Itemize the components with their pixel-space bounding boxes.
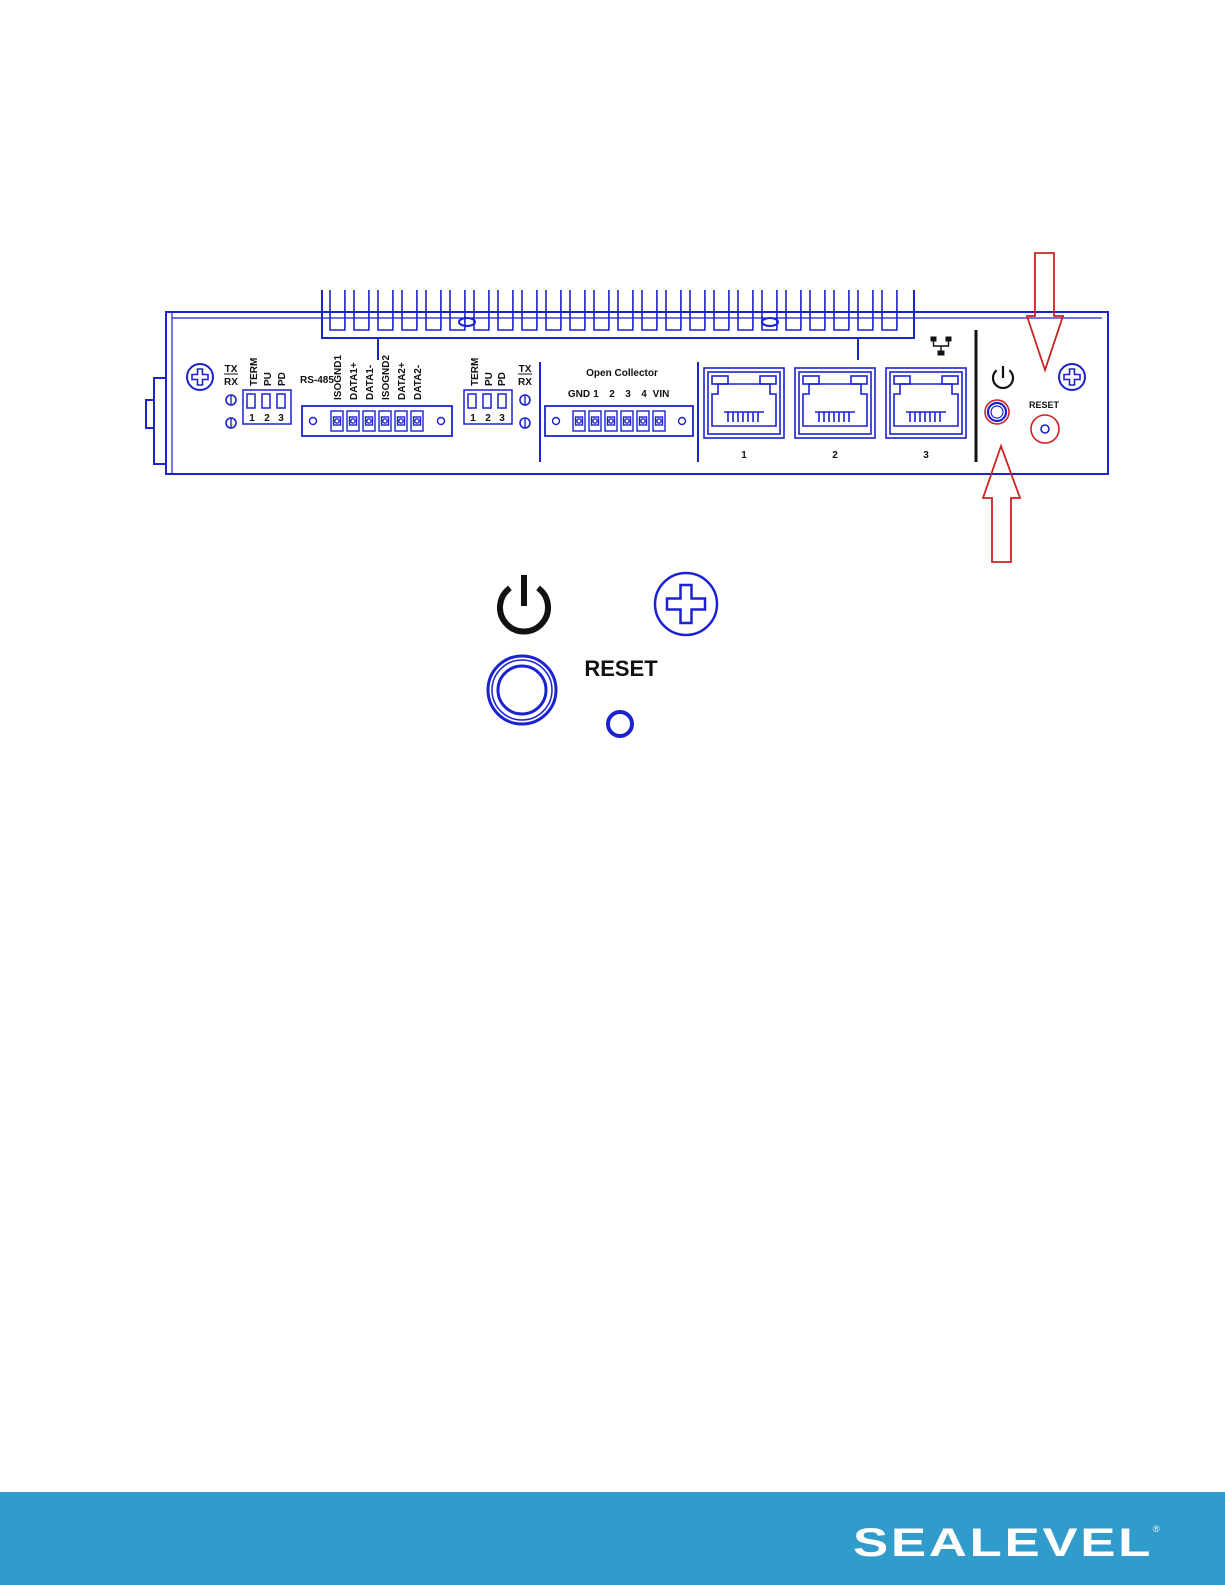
svg-text:SEALEVEL: SEALEVEL xyxy=(853,1521,1153,1564)
svg-text:DATA2-: DATA2- xyxy=(413,365,424,400)
ethernet-port-label: 2 xyxy=(832,450,838,461)
power-icon xyxy=(993,366,1013,388)
sealevel-logo: SEALEVEL ® xyxy=(853,1520,1163,1564)
screw-icon xyxy=(655,573,717,635)
svg-text:®: ® xyxy=(1153,1524,1160,1534)
screw-icon xyxy=(1059,364,1085,390)
tx-led xyxy=(226,395,236,405)
power-button[interactable] xyxy=(985,400,1009,424)
svg-text:RX: RX xyxy=(224,377,238,388)
svg-text:DATA1+: DATA1+ xyxy=(349,362,360,400)
serial-block-left: TX RX TERM PU PD 1 2 3 xyxy=(224,358,291,428)
svg-text:PD: PD xyxy=(497,372,508,386)
svg-text:TERM: TERM xyxy=(470,358,481,386)
svg-text:TERM: TERM xyxy=(249,358,260,386)
power-button[interactable] xyxy=(488,656,556,724)
network-icon xyxy=(931,337,951,355)
power-icon xyxy=(500,575,548,631)
rs485-title: RS-485 xyxy=(300,375,334,386)
svg-text:3: 3 xyxy=(278,413,284,424)
reset-label: RESET xyxy=(584,656,658,681)
svg-text:PD: PD xyxy=(277,372,288,386)
svg-text:TX: TX xyxy=(225,364,238,375)
rx-led xyxy=(520,418,530,428)
open-collector-title: Open Collector xyxy=(586,368,658,379)
svg-text:PU: PU xyxy=(263,372,274,386)
svg-text:1: 1 xyxy=(249,413,255,424)
svg-text:3: 3 xyxy=(499,413,505,424)
front-panel-diagram: TX RX TERM PU PD 1 2 3 RS-485 ISOGND1 DA… xyxy=(0,0,1225,1490)
svg-text:2: 2 xyxy=(485,413,491,424)
svg-text:DATA1-: DATA1- xyxy=(365,365,376,400)
screw-icon xyxy=(187,364,213,390)
tx-led xyxy=(520,395,530,405)
svg-text:1: 1 xyxy=(470,413,476,424)
rx-led xyxy=(226,418,236,428)
zoom-detail: RESET xyxy=(488,573,717,736)
svg-text:4: 4 xyxy=(641,389,647,400)
svg-text:ISOGND2: ISOGND2 xyxy=(381,355,392,400)
reset-button[interactable] xyxy=(608,712,632,736)
ethernet-port-1[interactable] xyxy=(704,368,784,438)
reset-label: RESET xyxy=(1029,400,1060,410)
heatsink xyxy=(322,290,914,360)
svg-text:GND: GND xyxy=(568,389,590,400)
arrow-up-icon xyxy=(983,446,1020,562)
ethernet-ports: 1 2 3 xyxy=(704,368,966,461)
svg-text:3: 3 xyxy=(625,389,631,400)
rs485-connector: RS-485 ISOGND1 DATA1+ DATA1- ISOGND2 DAT… xyxy=(300,355,452,436)
ethernet-port-label: 1 xyxy=(741,450,747,461)
svg-text:2: 2 xyxy=(264,413,270,424)
svg-text:ISOGND1: ISOGND1 xyxy=(333,355,344,400)
svg-text:RX: RX xyxy=(518,377,532,388)
ethernet-port-3[interactable] xyxy=(886,368,966,438)
svg-text:DATA2+: DATA2+ xyxy=(397,362,408,400)
serial-block-right: TERM PU PD 1 2 3 TX RX xyxy=(464,358,532,428)
ethernet-port-2[interactable] xyxy=(795,368,875,438)
svg-text:1: 1 xyxy=(593,389,599,400)
open-collector-connector: Open Collector GND 1 2 3 4 VIN xyxy=(545,368,693,436)
svg-text:PU: PU xyxy=(484,372,495,386)
svg-text:TX: TX xyxy=(519,364,532,375)
ethernet-port-label: 3 xyxy=(923,450,929,461)
reset-button[interactable] xyxy=(1031,415,1059,443)
svg-text:VIN: VIN xyxy=(653,389,670,400)
svg-text:2: 2 xyxy=(609,389,615,400)
